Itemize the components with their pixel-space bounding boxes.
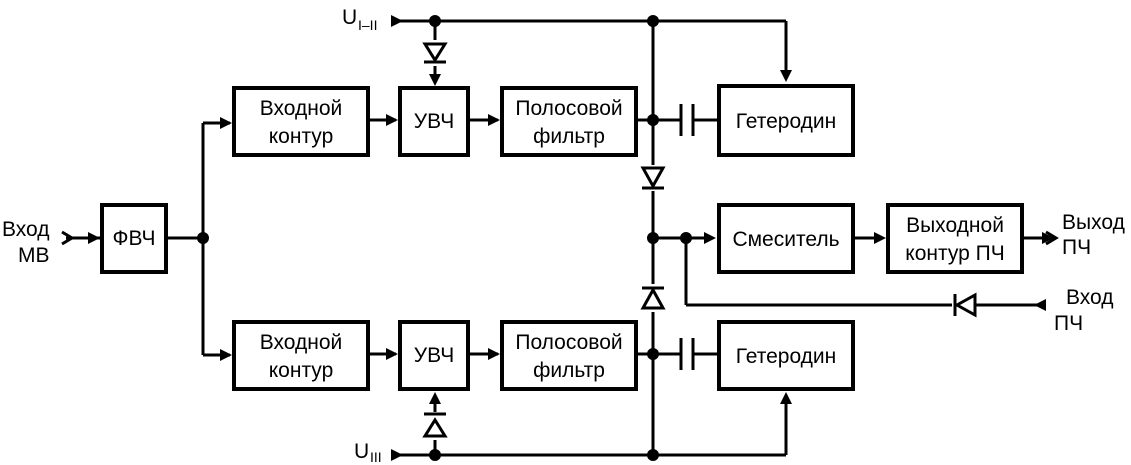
label-supply-u3-main: U (354, 440, 369, 463)
block-mixer-label: Смеситель (732, 228, 839, 251)
block-bandpass-bottom-line1: Полосовой (515, 331, 622, 354)
block-fvch-label: ФВЧ (112, 227, 155, 250)
block-input-circuit-bottom-line2: контур (269, 359, 334, 382)
block-input-circuit-bottom-line1: Входной (260, 331, 343, 354)
diode-supply-top (422, 42, 448, 64)
block-input-circuit-top-line1: Входной (260, 97, 343, 120)
label-input-mv-line2: МВ (18, 244, 50, 267)
block-input-circuit-top-line2: контур (269, 125, 334, 148)
label-output-if-line1: Выход (1062, 211, 1125, 234)
block-bandpass-top-line1: Полосовой (515, 97, 622, 120)
block-uvch-top: УВЧ (398, 86, 470, 157)
capacitor-bottom (679, 338, 695, 370)
block-uvch-bottom-label: УВЧ (414, 344, 454, 367)
diode-supply-bottom (422, 412, 448, 438)
diode-trunk-top (640, 165, 666, 191)
diode-if-input (953, 292, 977, 318)
label-output-if: Выход ПЧ (1062, 211, 1125, 259)
label-supply-u12-sub: I–II (358, 17, 377, 33)
diode-trunk-bottom (640, 284, 666, 312)
arrowheads (88, 15, 1054, 461)
label-input-mv: Вход МВ (2, 218, 50, 267)
block-input-circuit-bottom: Входной контур (232, 320, 370, 391)
block-bandpass-top-line2: фильтр (533, 125, 605, 148)
block-output-circuit: Выходной контур ПЧ (886, 203, 1024, 274)
block-output-circuit-line2: контур ПЧ (905, 242, 1004, 265)
input-chevrons (61, 230, 1059, 246)
label-input-if-line2: ПЧ (1054, 312, 1083, 335)
junction-dots (197, 15, 692, 461)
block-bandpass-bottom: Полосовой фильтр (500, 320, 638, 391)
block-heterodyne-top: Гетеродин (717, 84, 855, 157)
block-heterodyne-top-label: Гетеродин (736, 110, 837, 133)
block-input-circuit-top: Входной контур (232, 86, 370, 157)
label-supply-u3-sub: III (370, 449, 382, 465)
block-mixer: Смеситель (717, 203, 855, 274)
block-heterodyne-bottom-label: Гетеродин (736, 345, 837, 368)
block-fvch: ФВЧ (100, 203, 168, 274)
block-output-circuit-line1: Выходной (906, 214, 1004, 237)
block-heterodyne-bottom: Гетеродин (717, 320, 855, 391)
block-bandpass-top: Полосовой фильтр (500, 86, 638, 157)
label-supply-u12-main: U (342, 6, 357, 29)
label-input-mv-line1: Вход (2, 218, 50, 241)
block-uvch-bottom: УВЧ (398, 320, 470, 391)
label-output-if-line2: ПЧ (1062, 236, 1091, 259)
block-bandpass-bottom-line2: фильтр (533, 359, 605, 382)
label-supply-u3: U III (354, 440, 382, 465)
block-uvch-top-label: УВЧ (414, 110, 454, 133)
capacitor-top (679, 104, 695, 136)
label-supply-u12: U I–II (342, 6, 377, 33)
label-input-if: Вход ПЧ (1054, 286, 1114, 335)
label-input-if-line1: Вход (1066, 286, 1114, 309)
